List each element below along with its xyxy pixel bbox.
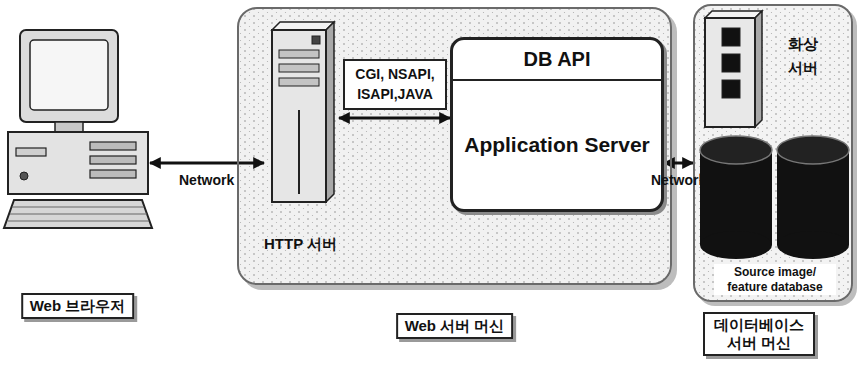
node-label: Web 서버 머신 [396,313,514,339]
panel-texture [693,4,853,302]
db-server-panel-ground [693,4,857,306]
browser-pc: Web 브라우저 [5,25,150,325]
cylinder-top [777,136,849,164]
cylinder-bottom [700,231,772,259]
image-server: 화상 서버 [702,12,852,132]
drive-slot [90,170,136,178]
bay-block [722,80,740,98]
system-unit [8,132,148,194]
panel-texture [237,7,672,285]
drive-slot [90,142,136,150]
tower-slot [298,110,300,194]
db-server-machine: 데이터베이스 서버 머신화상 서버Source image/ feature d… [693,4,853,302]
monitor-stand [55,122,83,132]
web-server-panel-ground [237,7,677,290]
tower-front [272,30,326,202]
interface-label: CGI, NSAPI, ISAPI,JAVA [343,59,447,110]
bay-block [722,54,740,72]
tower-front [705,18,755,127]
monitor-screen [30,40,108,110]
drive-slot [90,156,136,164]
network-link [664,162,693,165]
tower-side [755,11,762,127]
panel-fill [237,7,672,285]
node-label: HTTP 서버 [264,235,337,254]
feature-database: Source image/ feature database [697,134,853,299]
drive-bay [279,64,319,72]
node-body: Application Server [453,81,661,209]
node-label: 화상 서버 [788,32,828,80]
cylinder-bottom [777,231,849,259]
database-cylinders [700,136,849,259]
tower-side [326,22,334,202]
image-server-tower [705,11,762,127]
http-server-tower [272,22,334,202]
power-button [20,172,28,180]
web-server-machine: Web 서버 머신HTTP 서버DB APIApplication Server [237,7,672,285]
front-panel [16,148,46,156]
node-label: Source image/ feature database [714,264,836,295]
network-link [150,162,264,165]
node-label: Web 브라우저 [21,293,135,319]
http-server: HTTP 서버 [264,22,339,254]
tower-top [272,22,334,30]
panel-fill [693,4,853,302]
node-label: DB API [453,40,661,81]
node-label: 데이터베이스 서버 머신 [703,312,815,356]
drive-bay [279,78,319,86]
indicator [312,36,320,44]
tower-top [705,11,762,18]
bay-block [722,28,740,46]
keyboard [4,200,152,228]
network-label: Network [177,172,236,189]
gateway-link [339,117,450,120]
cylinder-top [700,136,772,164]
monitor [20,30,118,122]
network-label: Network [649,172,708,189]
keyboard-keys [8,207,149,221]
drive-bay [279,50,319,58]
application-server-box: DB APIApplication Server [450,37,664,212]
pc-illustration [4,30,152,228]
